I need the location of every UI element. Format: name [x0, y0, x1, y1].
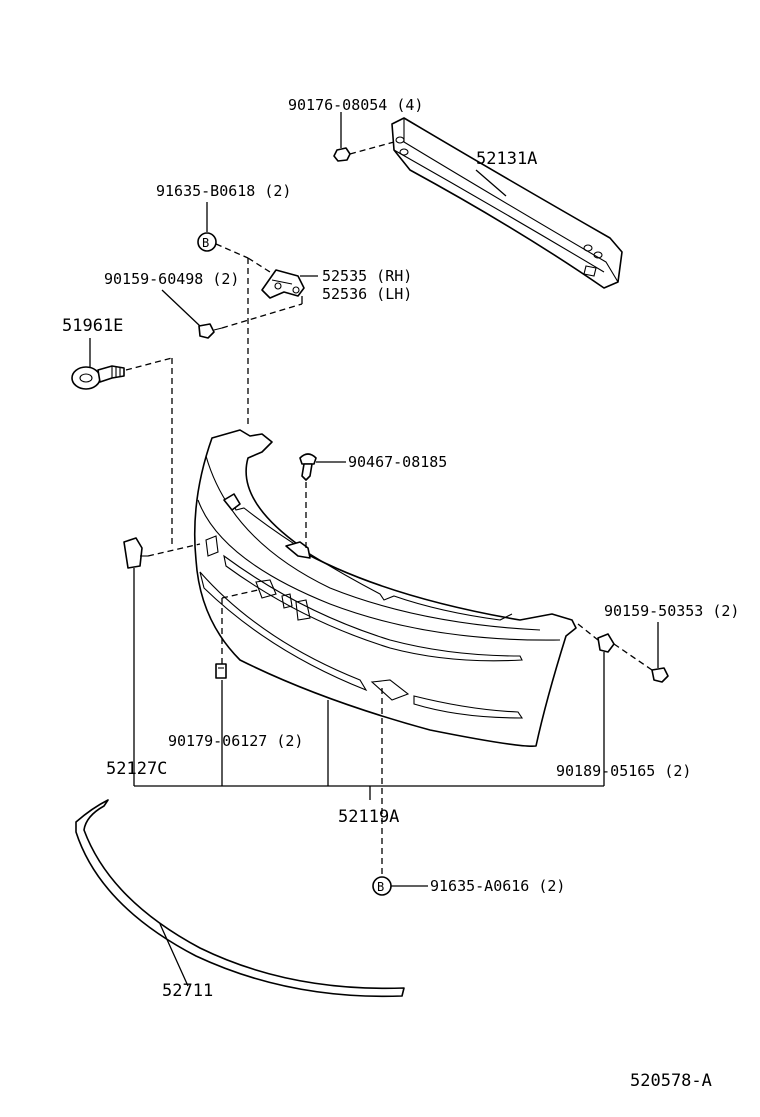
spoiler-part: [75, 799, 405, 998]
reinforcement-part: [391, 117, 623, 289]
bumper-cover-part: [193, 429, 577, 747]
leader-spoiler: [159, 923, 189, 987]
screw-upper-icon: [198, 323, 223, 339]
clip-b-lower-icon: B: [372, 876, 392, 896]
label-hook: 51961E: [62, 316, 123, 336]
towing-hook-part: [71, 365, 125, 390]
leader-screw-upper: [161, 289, 201, 327]
label-screw-upper: 90159-60498 (2): [104, 270, 239, 288]
dash-nut-bumper: [577, 623, 599, 641]
bolt-upper-icon: [333, 147, 351, 162]
label-cap: 52127C: [106, 759, 167, 779]
label-reinforcement: 52131A: [476, 149, 537, 169]
screw-side-icon: [651, 667, 669, 683]
dash-clip-lower-link: [221, 589, 259, 599]
label-retainer-rh: 52535 (RH): [322, 267, 412, 285]
leader-reinforcement: [475, 169, 507, 197]
marker-b-lower: B: [377, 880, 384, 894]
dash-cap: [147, 543, 201, 557]
label-clip-lower: 90179-06127 (2): [168, 732, 303, 750]
drawing-number: 520578-A: [630, 1071, 712, 1091]
label-bolt-upper: 90176-08054 (4): [288, 96, 423, 114]
dash-screw-upper: [221, 303, 303, 329]
label-screw-side: 90159-50353 (2): [604, 602, 739, 620]
marker-b-upper: B: [202, 236, 209, 250]
label-retainer-lh: 52536 (LH): [322, 285, 412, 303]
label-spoiler: 52711: [162, 981, 213, 1001]
label-nut-side: 90189-05165 (2): [556, 762, 691, 780]
retainer-bracket-part: [261, 269, 305, 299]
clip-lower-icon: [215, 663, 227, 679]
dash-hook: [125, 357, 173, 371]
dash-bolt-upper: [349, 141, 395, 155]
label-clip-b-upper: 91635-B0618 (2): [156, 182, 291, 200]
dash-retainer-top: [247, 257, 271, 273]
clip-center-icon: [299, 453, 317, 481]
clip-b-upper-icon: B: [197, 232, 217, 252]
label-clip-center: 90467-08185: [348, 453, 447, 471]
label-bumper: 52119A: [338, 807, 399, 827]
nut-side-icon: [597, 633, 615, 653]
label-clip-b-lower: 91635-A0616 (2): [430, 877, 565, 895]
dash-nut-screw: [613, 643, 653, 671]
dash-clip-b-upper: [215, 243, 249, 259]
cap-part: [123, 537, 148, 569]
